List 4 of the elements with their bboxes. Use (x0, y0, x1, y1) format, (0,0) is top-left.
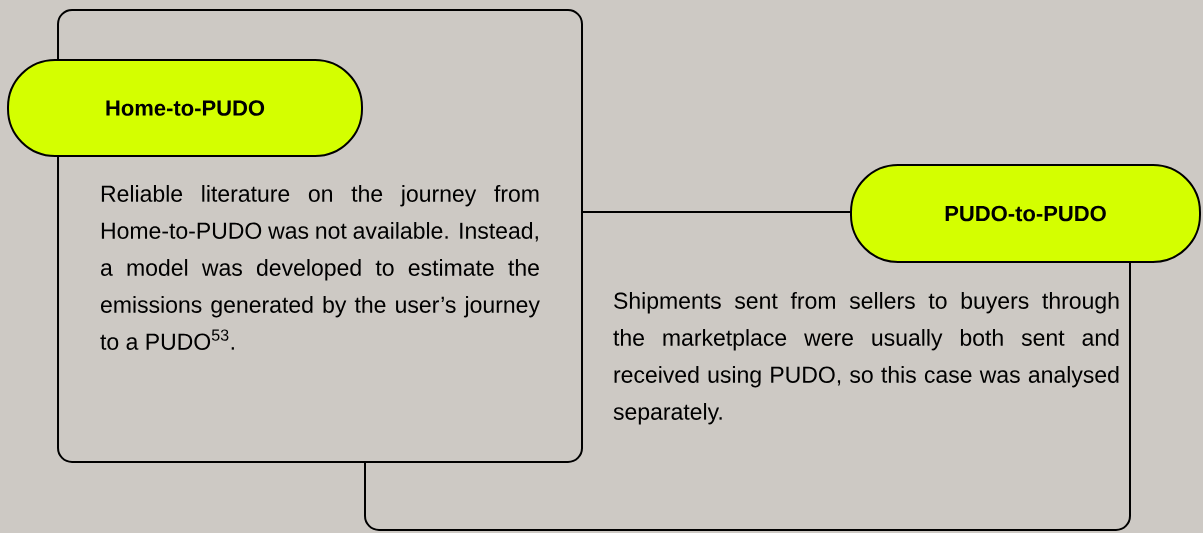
pill-label: PUDO-to-PUDO (850, 164, 1201, 263)
body-text: Shipments sent from sellers to buyers through the marketplace were usually both sent and received using PUDO, so this case was analysed separately. (613, 292, 1119, 425)
pill-label: Home-to-PUDO (7, 59, 363, 157)
body-text: Reliable literature on the journey from Home-to-PUDO was not available. Instead, a model was developed to estimate the emissions generated by the user’s journey to a PUDO$^{53}$. (100, 185, 540, 350)
